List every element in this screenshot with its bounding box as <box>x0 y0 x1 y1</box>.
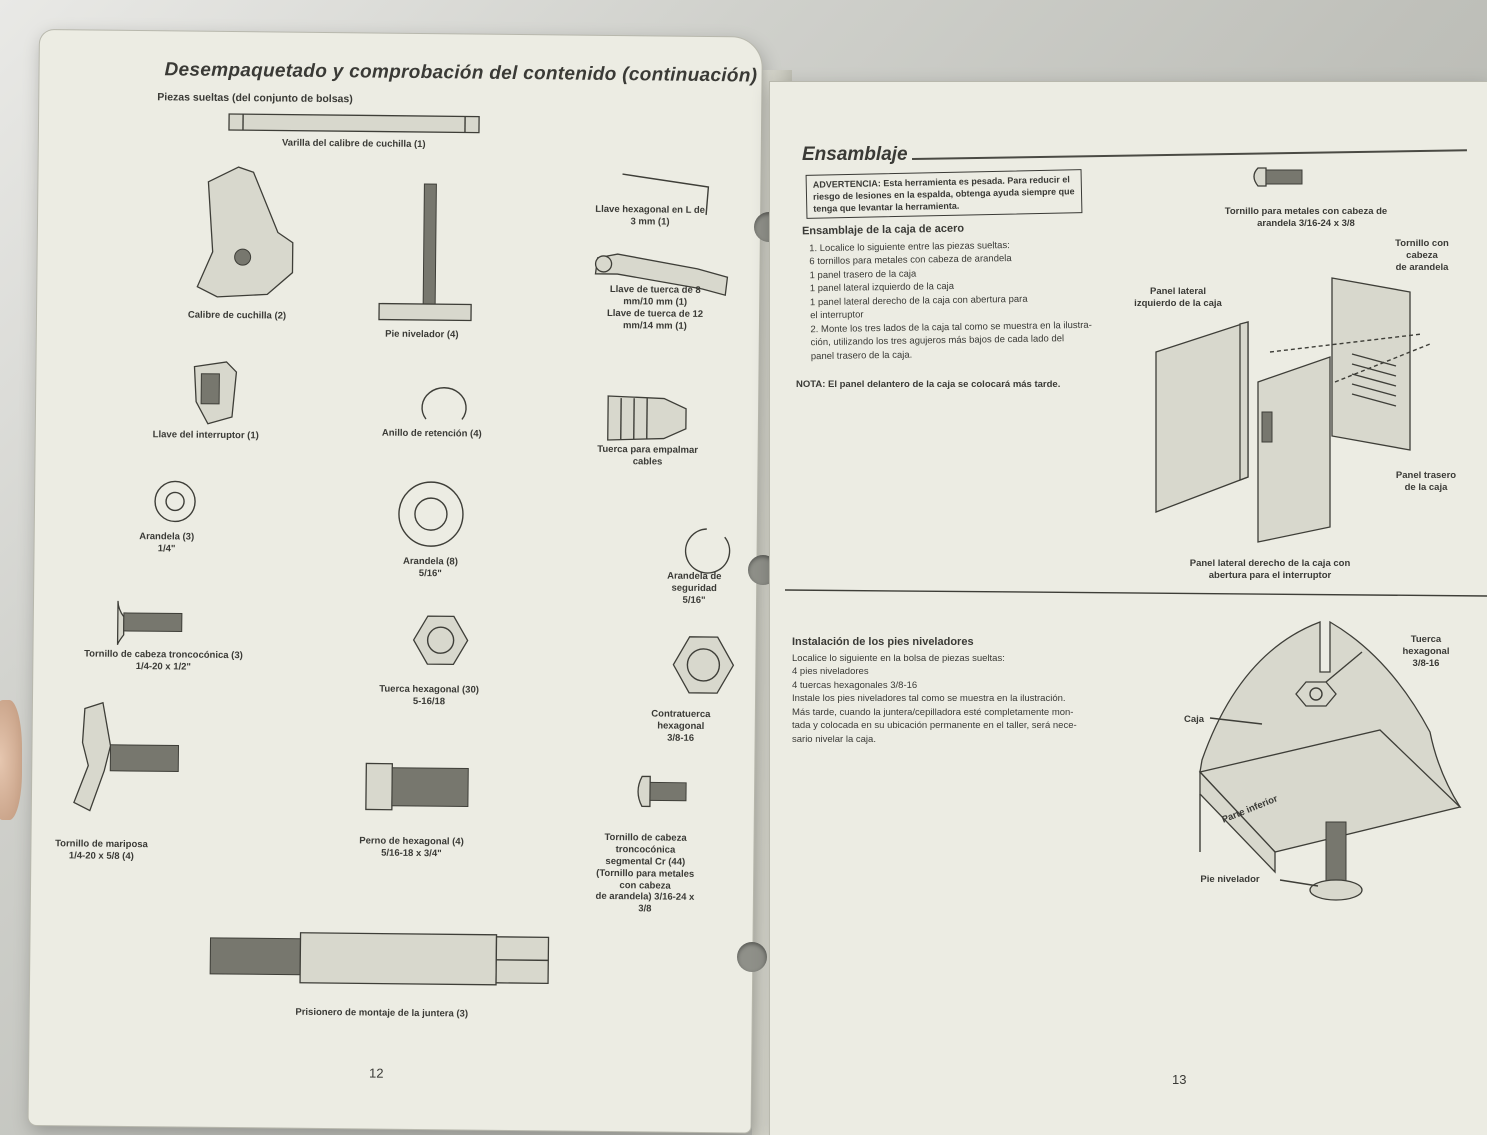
hex-key-icon <box>622 173 710 216</box>
section2-heading: Instalación de los pies niveladores <box>792 636 974 648</box>
binder-hole <box>737 942 767 972</box>
box-assembly-figure <box>784 167 1487 597</box>
note-text: NOTA: El panel delantero de la caja se c… <box>796 379 1061 390</box>
segmental-screw-icon <box>637 775 687 808</box>
label-calibre: Calibre de cuchilla (2) <box>187 309 287 322</box>
fig1-back-panel-label: Panel trasero de la caja <box>1395 470 1457 493</box>
right-panel-icon <box>1257 356 1331 543</box>
thumb <box>0 700 22 820</box>
wire-nut-icon <box>607 395 687 441</box>
label-llave-interruptor: Llave del interruptor (1) <box>152 429 259 442</box>
label-mariposa: Tornillo de mariposa 1/4-20 x 5/8 (4) <box>55 838 148 862</box>
label-llave-hex: Llave hexagonal en L de 3 mm (1) <box>595 203 706 228</box>
section-title: Ensamblaje <box>802 144 908 165</box>
washer-head-screw-icon <box>1253 167 1303 187</box>
fig2-nut-label: Tuerca hexagonal 3/8-16 <box>1402 634 1450 669</box>
fig2-foot-label: Pie nivelador <box>1200 874 1260 885</box>
leveling-foot-figure <box>1198 620 1462 901</box>
label-pie: Pie nivelador (4) <box>385 328 459 341</box>
label-tuerca-hex: Tuerca hexagonal (30) 5-16/18 <box>379 683 479 708</box>
label-tornillo-seg: Tornillo de cabeza troncocónica segmenta… <box>595 831 695 915</box>
page-number: 12 <box>369 1065 384 1081</box>
blade-gauge-icon <box>196 166 294 298</box>
left-page: Desempaquetado y comprobación del conten… <box>28 30 762 1133</box>
label-tuerca-empalmar: Tuerca para empalmar cables <box>597 443 699 468</box>
page-number: 13 <box>1172 1072 1187 1087</box>
label-varilla: Varilla del calibre de cuchilla (1) <box>281 137 426 151</box>
section2-body: Localice lo siguiente en la bolsa de pie… <box>792 653 1077 745</box>
switch-key-icon <box>193 361 238 425</box>
parts-illustrations <box>73 113 735 986</box>
leveling-foot-icon <box>1309 821 1363 901</box>
washer-small-icon <box>154 480 196 523</box>
wrench-icon <box>594 253 729 297</box>
cabinet-corner-icon <box>1198 620 1462 874</box>
hex-nut-icon <box>412 615 469 666</box>
leveling-foot-icon <box>378 183 472 322</box>
wing-screw-icon <box>73 701 180 812</box>
mounting-stud-icon <box>209 932 550 986</box>
fig1-callout-label: Tornillo con cabeza de arandela <box>1395 238 1449 273</box>
left-panel-icon <box>1155 321 1249 513</box>
label-contratuerca: Contratuerca hexagonal 3/8-16 <box>651 708 711 744</box>
label-anillo: Anillo de retención (4) <box>381 427 482 440</box>
fig1-left-panel-label: Panel lateral izquierdo de la caja <box>1134 286 1222 309</box>
lock-nut-icon <box>672 636 735 694</box>
retaining-ring-icon <box>421 387 467 420</box>
hex-bolt-icon <box>365 762 469 811</box>
fig1-screw-label: Tornillo para metales con cabeza de aran… <box>1224 206 1388 229</box>
truss-screw-icon <box>116 600 183 645</box>
label-tornillo-tronco: Tornillo de cabeza troncocónica (3) 1/4-… <box>84 648 243 673</box>
rod-icon <box>228 113 480 134</box>
label-arandela-seg: Arandela de seguridad 5/16" <box>667 570 722 606</box>
label-arandela-14: Arandela (3) 1/4" <box>139 531 195 555</box>
label-llave-tuerca: Llave de tuerca de 8 mm/10 mm (1) Llave … <box>606 283 704 332</box>
fig1-right-panel-label: Panel lateral derecho de la caja con abe… <box>1189 558 1351 581</box>
lock-washer-icon <box>684 528 731 574</box>
back-panel-icon <box>1331 277 1411 451</box>
washer-large-icon <box>398 481 464 547</box>
right-page: Ensamblaje ADVERTENCIA: Esta herramienta… <box>770 82 1487 1135</box>
fig2-box-label: Caja <box>1183 714 1205 725</box>
label-prisionero: Prisionero de montaje de la juntera (3) <box>295 1006 469 1020</box>
label-perno: Perno de hexagonal (4) 5/16-18 x 3/4" <box>359 835 464 860</box>
label-arandela-516: Arandela (8) 5/16" <box>402 555 458 580</box>
